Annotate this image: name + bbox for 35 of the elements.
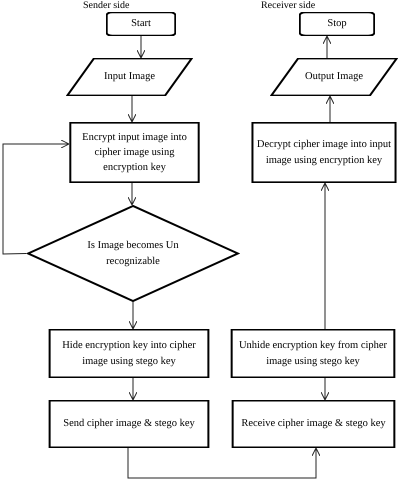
process-box (48, 329, 210, 378)
arrow (320, 182, 330, 330)
terminal-box (299, 12, 375, 36)
node-label: Is Image becomes Un recognizable (86, 239, 180, 268)
process-box (251, 122, 397, 183)
arrow (128, 96, 136, 122)
arrow (128, 182, 136, 206)
arrow (136, 36, 146, 58)
node-label: Stop (327, 17, 347, 32)
decision-diamond (26, 205, 240, 302)
arrow (128, 302, 138, 330)
process-box (230, 329, 396, 378)
node-label: Encrypt input image into cipher image using encryption key (81, 130, 188, 176)
node-label: Unhide encryption key from cipher image using stego key (238, 339, 388, 368)
arrow (322, 36, 332, 58)
process-box (231, 400, 396, 448)
process-box (48, 400, 210, 448)
node-label: Start (131, 17, 151, 32)
node-label: Hide encryption key into cipher image using stego key (61, 339, 197, 368)
arrow (320, 378, 330, 400)
input-output-parallelogram (66, 58, 193, 96)
node-label: Input Image (104, 70, 156, 84)
node-label: Receive cipher image & stego key (241, 417, 386, 432)
arrow (326, 96, 334, 122)
node-label: Decrypt cipher image into input image using encryption key (256, 138, 392, 168)
side-heading: Receiver side (261, 0, 316, 12)
terminal-box (106, 12, 176, 36)
process-box (69, 122, 200, 183)
arrow (128, 378, 138, 400)
side-heading: Sender side (83, 0, 130, 12)
input-output-parallelogram (270, 58, 398, 96)
arrow (128, 448, 320, 478)
node-label: Send cipher image & stego key (63, 417, 195, 432)
arrow (2, 140, 70, 255)
node-label: Output Image (304, 70, 364, 84)
